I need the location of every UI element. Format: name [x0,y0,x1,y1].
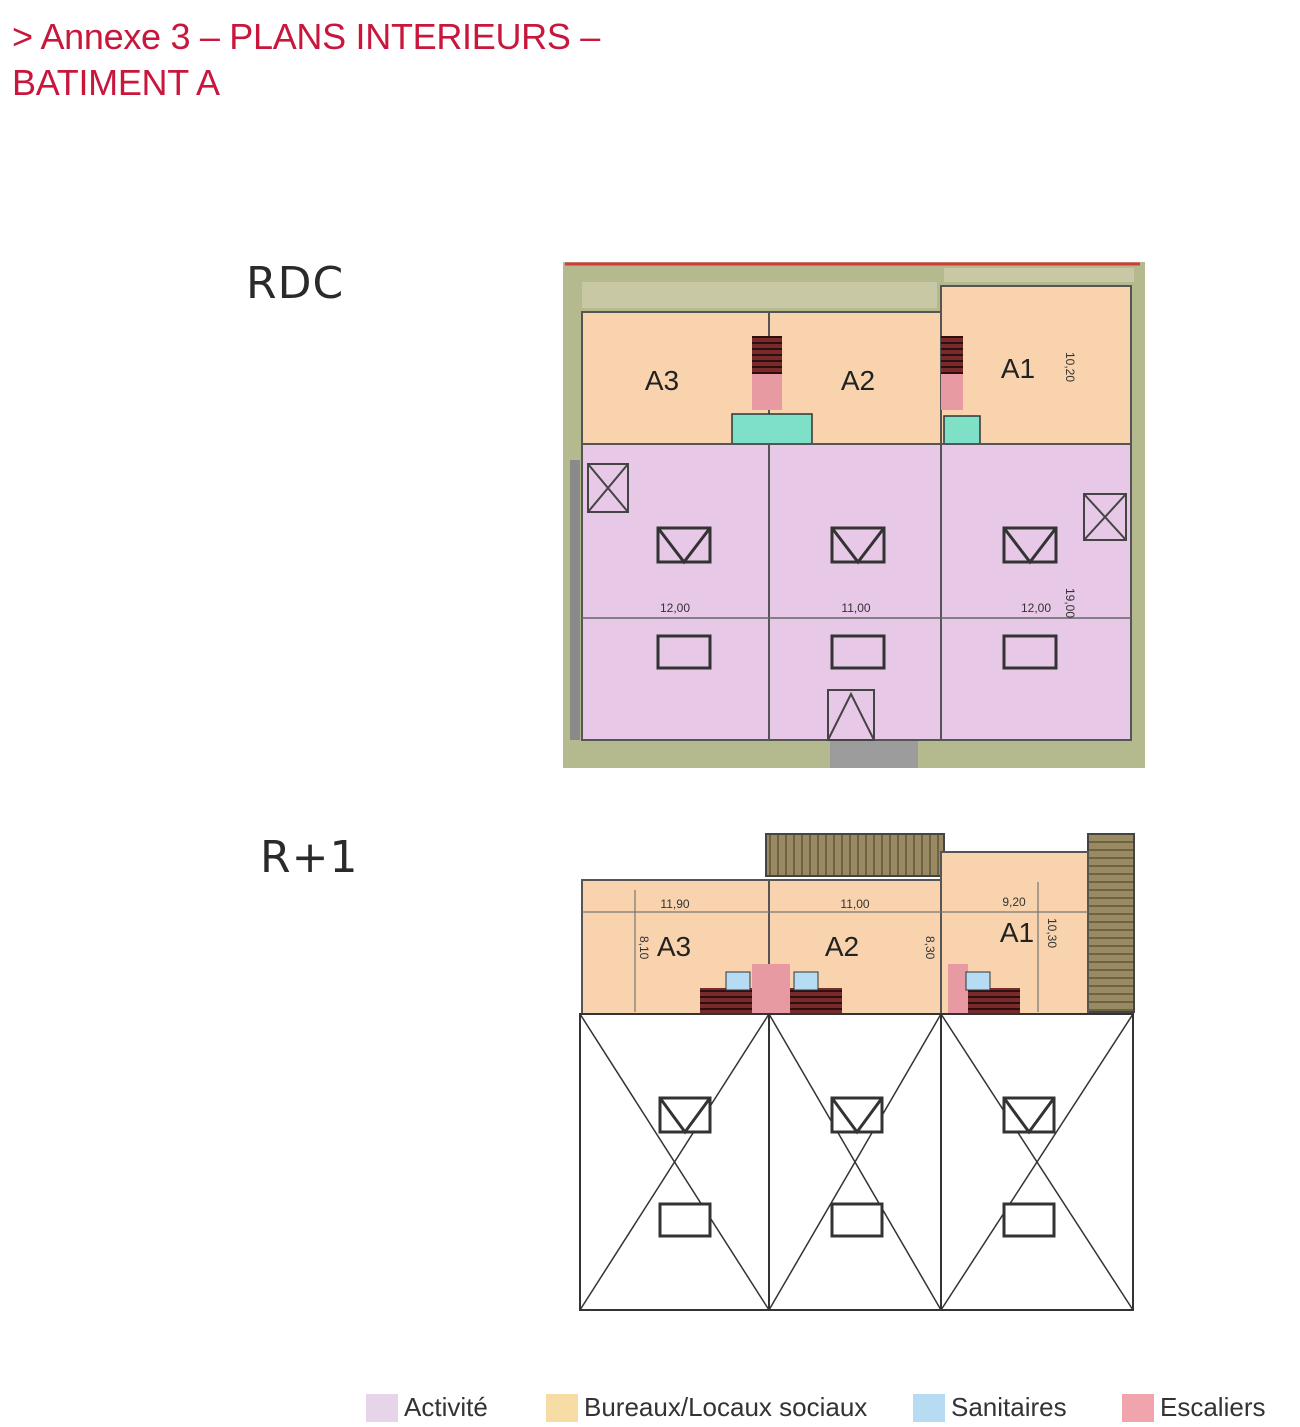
legend-item-sanitaires: Sanitaires [913,1392,1067,1423]
rdc-dim-depth-office-a1: 10,20 [1063,352,1077,382]
page-title: > Annexe 3 – PLANS INTERIEURS – BATIMENT… [12,14,772,106]
r1-unit-label-a3: A3 [657,931,691,962]
r1-dim-depth-a1: 10,30 [1045,918,1059,948]
legend-item-bureaux: Bureaux/Locaux sociaux [546,1392,867,1423]
r1-timber-cladding-top [765,833,945,877]
rdc-front-court-a1 [944,268,1134,282]
plan-r1: A3 A2 A1 11,90 11,00 9,20 8,10 8,30 10,3… [579,833,1135,1311]
legend-swatch-activite [366,1393,398,1422]
r1-skylights [658,1096,1056,1238]
rdc-dim-width-a3: 12,00 [660,601,690,615]
legend-swatch-sanitaires [913,1393,945,1422]
rdc-sanitary-a3-a2 [731,413,813,445]
rdc-dim-width-a1: 12,00 [1021,601,1051,615]
r1-dimension-lines [582,882,1088,1012]
page-title-line1: > Annexe 3 – PLANS INTERIEURS – [12,16,600,57]
r1-voids [579,1013,1134,1311]
r1-timber-cladding-side [1087,833,1135,1013]
level-label-rdc: RDC [246,258,345,309]
rdc-dim-depth-activity: 19,00 [1063,588,1077,618]
legend-swatch-bureaux [546,1393,578,1422]
legend-label-activite: Activité [404,1392,488,1422]
r1-unit-label-a1: A1 [1000,917,1034,948]
legend-label-sanitaires: Sanitaires [951,1392,1067,1422]
rdc-side-wall [570,460,580,740]
level-label-r1: R+1 [260,832,359,883]
rdc-skylights [656,526,1058,670]
legend-swatch-escaliers [1122,1393,1154,1422]
r1-dim-depth-a3: 8,10 [637,936,651,960]
rdc-access-ramp [830,740,918,768]
rdc-steps-a3 [752,336,782,374]
r1-stairs [700,964,1020,1014]
legend-label-escaliers: Escaliers [1160,1392,1266,1422]
rdc-dim-width-a2: 11,00 [841,601,870,615]
rdc-unit-label-a2: A2 [841,365,875,396]
r1-dim-width-a3: 11,90 [660,897,689,911]
rdc-unit-label-a3: A3 [645,365,679,396]
legend-item-activite: Activité [366,1392,488,1423]
rdc-steps-a1 [941,336,963,374]
page-title-line2: BATIMENT A [12,62,220,103]
rdc-unit-label-a1: A1 [1001,353,1035,384]
rdc-sanitary-a1 [943,415,981,445]
legend-item-escaliers: Escaliers [1122,1392,1265,1423]
rdc-front-court [582,282,937,308]
r1-void-diagonals [579,1013,1134,1311]
rdc-activity-a1 [940,443,1132,741]
plan-rdc: A3 A2 A1 12,00 11,00 12,00 19,00 10,20 [563,262,1145,768]
r1-unit-label-a2: A2 [825,931,859,962]
legend-label-bureaux: Bureaux/Locaux sociaux [584,1392,868,1422]
rdc-loading-doors [587,463,1127,741]
r1-dim-width-a1: 9,20 [1002,895,1026,909]
r1-dim-width-a2: 11,00 [840,897,869,911]
r1-dim-depth-a2: 8,30 [923,936,937,960]
